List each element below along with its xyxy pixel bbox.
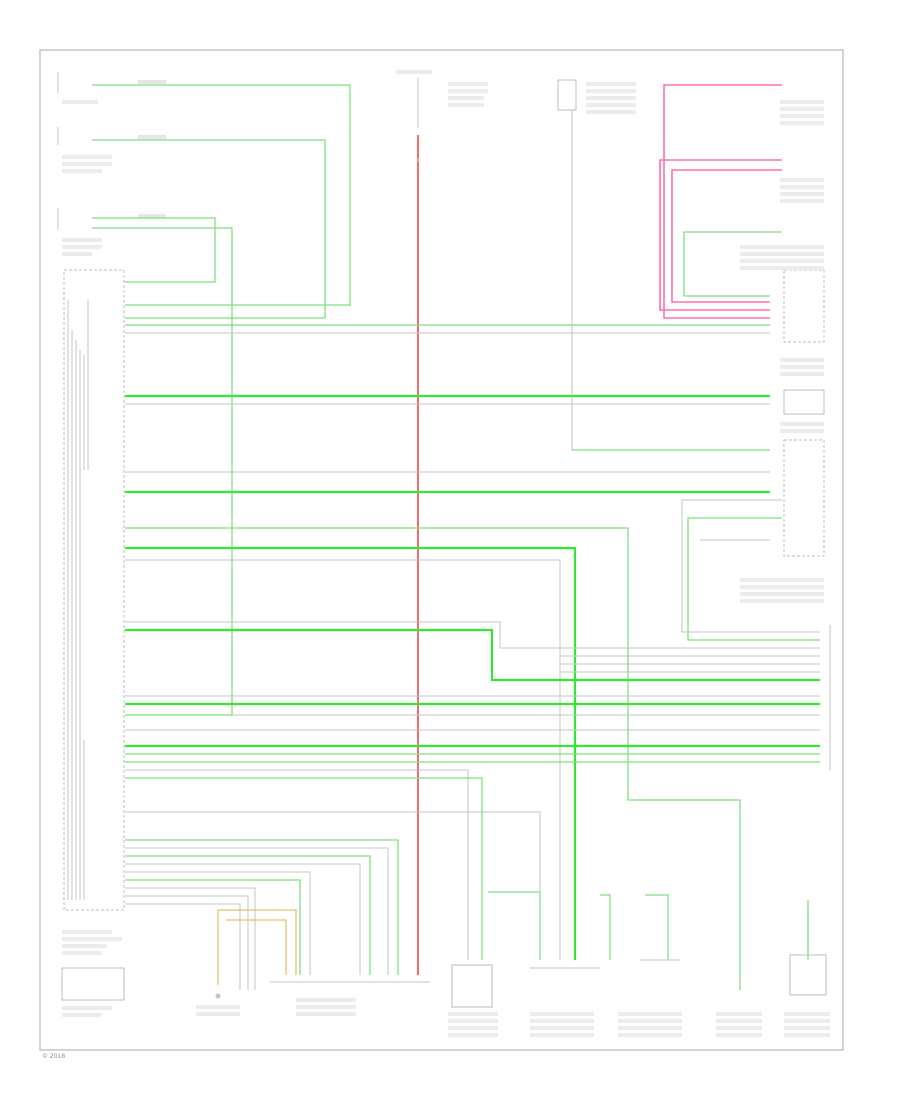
control-module-box: [63, 269, 125, 911]
power-feed: [396, 70, 488, 975]
lower-bundle: [125, 769, 809, 990]
left-components: [57, 72, 166, 1017]
component-module-2: [789, 954, 827, 996]
component-module-1: [451, 964, 493, 1008]
footer-text: © 2018: [42, 1053, 65, 1060]
top-right-module: [557, 79, 825, 603]
top-left-wires: [92, 84, 351, 716]
bottom-components: [196, 954, 830, 1037]
pin-label-rows: [62, 80, 166, 1017]
lower-connector-box: [61, 967, 125, 1001]
diagram-frame: [39, 49, 844, 1051]
horizontal-bus: [125, 324, 820, 990]
